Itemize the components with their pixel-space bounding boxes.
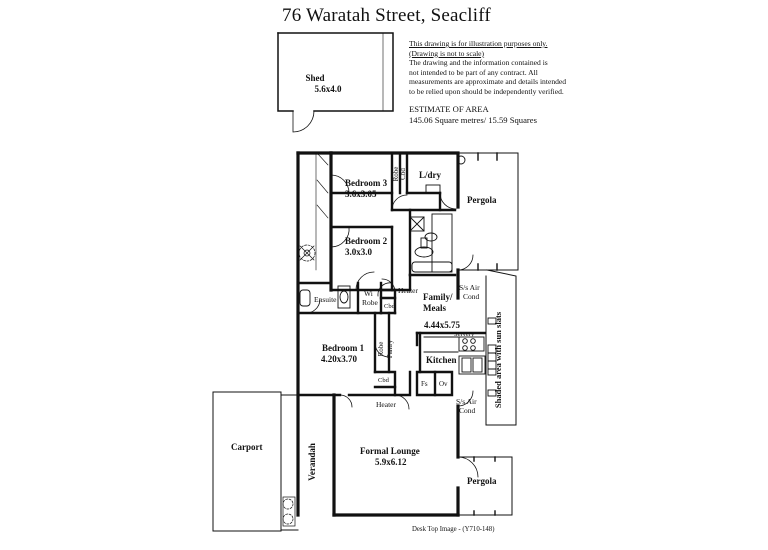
bedroom2-size: 3.0x3.0 [345,247,373,257]
disclaimer-line: (Drawing is not to scale) [409,48,485,58]
bedroom1-label: Bedroom 1 [322,343,365,353]
air-cond-bottom-label: S/s Air [456,397,477,406]
shaded-area-label: Shaded area with sun slats [493,311,503,408]
carport-outline [212,391,282,532]
bedroom1-size: 4.20x3.70 [321,354,358,364]
meals-label: Meals [423,303,446,313]
shed-size: 5.6x4.0 [315,84,343,94]
cbd-label-b3: Cbd [399,168,407,180]
area-estimate-heading: ESTIMATE OF AREA [409,104,489,114]
air-cond-top-label: Cond [463,292,480,301]
family-size: 4.44x5.75 [424,320,461,330]
disclaimer-line: to be relied upon should be independentl… [409,86,564,96]
disclaimer-line: This drawing is for illustration purpose… [409,39,548,48]
cbd-label-ens: Cbd [384,303,396,310]
cbd-label-b1: Cbd [378,377,390,384]
family-label: Family/ [423,292,453,302]
pantry-label: Pantry [386,339,394,358]
area-estimate-value: 145.06 Square metres/ 15.59 Squares [409,114,537,125]
shrub-icon [282,244,316,527]
bedroom3-label: Bedroom 3 [345,178,388,188]
heater-top-label: Heater [398,286,418,295]
robe-label-b3: Robe [392,167,400,182]
oven-label: Ov [439,380,448,388]
ensuite-label: Ensuite [314,295,337,304]
laundry-label: L/dry [419,170,442,180]
wi-robe-label: Robe [362,298,379,307]
disclaimer-line: not intended to be part of any contract.… [409,67,538,77]
door-swings [304,174,479,478]
bathroom-fixtures [299,155,466,309]
lounge-label: Formal Lounge [360,446,420,456]
air-cond-bottom-label: Cond [459,406,476,415]
robe-label-b1: Robe [377,342,385,357]
disclaimer-note: This drawing is for illustration purpose… [409,39,566,97]
disclaimer-line: The drawing and the information containe… [409,58,548,68]
image-reference: Desk Top Image - (Y710-148) [412,526,495,533]
side-path-lines [315,152,329,271]
disclaimer-line: measurements are approximate and details… [409,77,567,87]
area-estimate: ESTIMATE OF AREA 145.06 Square metres/ 1… [409,104,537,125]
wi-robe-label: Wi [364,289,373,298]
servery-label: Servery [454,331,475,338]
heater-bottom-label: Heater [376,400,396,409]
shed-label: Shed [305,73,324,83]
kitchen-label: Kitchen [426,355,457,365]
bedroom3-size: 3.6x3.05 [345,189,377,199]
page-title: 76 Waratah Street, Seacliff [282,5,491,26]
pergola-bottom-label: Pergola [467,476,497,486]
shed-outline [277,32,394,133]
lounge-size: 5.9x6.12 [375,457,407,467]
outdoor-outlines [280,152,519,531]
verandah-label: Verandah [307,443,317,481]
air-cond-top-label: S/s Air [459,283,480,292]
kitchen-fixtures [423,317,497,397]
carport-label: Carport [231,442,263,452]
bedroom2-label: Bedroom 2 [345,236,388,246]
pergola-top-label: Pergola [467,195,497,205]
fridge-space-label: Fs [421,380,428,388]
